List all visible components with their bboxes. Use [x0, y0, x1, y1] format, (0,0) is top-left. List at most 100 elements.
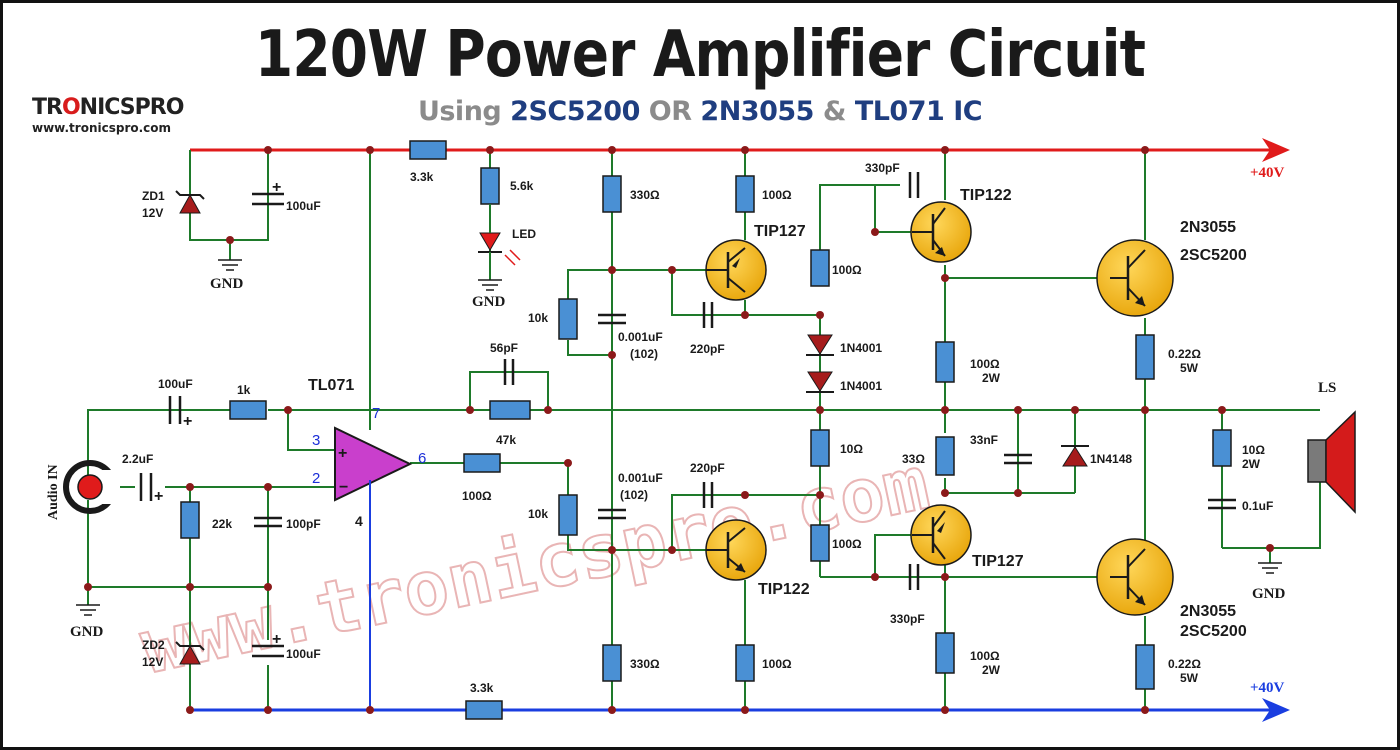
- resistor-10-2w: [1212, 429, 1232, 467]
- ground-symbols: [76, 259, 1282, 616]
- subtitle: Using 2SC5200 OR 2N3055 & TL071 IC: [0, 96, 1400, 127]
- label-c220pf-bottom: 220pF: [690, 461, 725, 475]
- resistor-3k3-top: [409, 140, 447, 160]
- label-gnd-ls: GND: [1252, 586, 1286, 602]
- label-r330-bottom: 330Ω: [630, 657, 660, 671]
- label-zd2-voltage: 12V: [142, 655, 163, 669]
- label-zd1: ZD1: [142, 189, 165, 203]
- page-title: 120W Power Amplifier Circuit: [254, 18, 1146, 92]
- transistor-tip122-top: [910, 201, 972, 263]
- transistor-2n3055-top: [1096, 239, 1174, 317]
- label-r100-mid-bottom: 100Ω: [832, 537, 862, 551]
- resistor-100-top: [735, 175, 755, 213]
- label-1n4001-a: 1N4001: [840, 341, 882, 355]
- subtitle-or: OR: [648, 96, 692, 127]
- resistor-100-out: [463, 453, 501, 473]
- label-c56pf: 56pF: [490, 341, 518, 355]
- label-c100uf-in: 100uF: [158, 377, 193, 391]
- label-pin6: 6: [418, 450, 426, 467]
- resistor-022-top: [1135, 334, 1155, 380]
- label-c102-bottom: (102): [620, 488, 648, 502]
- label-c102-top: (102): [630, 347, 658, 361]
- label-2n3055-top: 2N3055: [1180, 219, 1236, 236]
- label-r1k: 1k: [237, 383, 251, 397]
- label-c100pf: 100pF: [286, 517, 321, 531]
- label-r10-2w: 10Ω: [1242, 443, 1265, 457]
- subtitle-using: Using: [417, 96, 502, 127]
- label-ls: LS: [1318, 380, 1336, 396]
- label-r100-out: 100Ω: [462, 489, 492, 503]
- label-c33nf: 33nF: [970, 433, 998, 447]
- label-2w-zobel: 2W: [1242, 457, 1261, 471]
- resistor-5k6: [480, 167, 500, 205]
- watermark-text: www.tronicspro.com: [134, 440, 936, 691]
- label-gnd-top: GND: [210, 276, 244, 292]
- diode-1n4148: [1061, 445, 1089, 467]
- positive-rail-label: +40V: [1250, 165, 1285, 181]
- label-c001uf-top: 0.001uF: [618, 330, 663, 344]
- label-5w-top: 5W: [1180, 361, 1199, 375]
- label-c100uf-top: 100uF: [286, 199, 321, 213]
- label-tip122-top: TIP122: [960, 187, 1012, 204]
- label-5w-bottom: 5W: [1180, 671, 1199, 685]
- subtitle-amp: &: [822, 96, 847, 127]
- label-c01uf: 0.1uF: [1242, 499, 1273, 513]
- resistor-330-top: [602, 175, 622, 213]
- label-r022-bottom: 0.22Ω: [1168, 657, 1201, 671]
- label-r100-top: 100Ω: [762, 188, 792, 202]
- diode-1n4001-a: [806, 334, 834, 356]
- resistor-10: [810, 429, 830, 467]
- label-tip122-bottom: TIP122: [758, 581, 810, 598]
- resistor-33: [935, 436, 955, 476]
- subtitle-part3: TL071 IC: [854, 96, 983, 127]
- label-r3k3-top: 3.3k: [410, 170, 434, 184]
- resistor-3k3-bottom: [465, 700, 503, 720]
- svg-text:−: −: [339, 479, 348, 496]
- label-1n4001-b: 1N4001: [840, 379, 882, 393]
- svg-text:+: +: [154, 488, 163, 505]
- subtitle-part1: 2SC5200: [510, 96, 640, 127]
- label-1n4148: 1N4148: [1090, 452, 1132, 466]
- label-c330pf-top: 330pF: [865, 161, 900, 175]
- svg-text:+: +: [272, 631, 281, 648]
- label-2sc5200-bottom: 2SC5200: [1180, 623, 1247, 640]
- capacitor-polarity-marks: + + + +: [154, 179, 281, 648]
- label-r100-2w-top: 100Ω: [970, 357, 1000, 371]
- resistor-1k: [229, 400, 267, 420]
- label-2n3055-bottom: 2N3055: [1180, 603, 1236, 620]
- transistor-tip127-top: [705, 239, 767, 301]
- resistor-100-2w-bottom: [935, 632, 955, 674]
- label-c22uf: 2.2uF: [122, 452, 153, 466]
- label-r100-bottom: 100Ω: [762, 657, 792, 671]
- label-pin7: 7: [372, 405, 380, 422]
- subtitle-part2: 2N3055: [700, 96, 814, 127]
- label-gnd-in: GND: [70, 624, 104, 640]
- label-audio-in: Audio IN: [46, 464, 61, 520]
- tronicspro-logo: TRONICSPRO: [32, 95, 184, 120]
- label-r33: 33Ω: [902, 452, 925, 466]
- resistor-22k: [180, 501, 200, 539]
- label-r330-top: 330Ω: [630, 188, 660, 202]
- label-pin2: 2: [312, 470, 320, 487]
- negative-rail: [190, 698, 1290, 722]
- resistor-100-mid-bottom: [810, 524, 830, 562]
- label-2w-top: 2W: [982, 371, 1001, 385]
- svg-text:+: +: [338, 445, 347, 462]
- label-r5k6: 5.6k: [510, 179, 534, 193]
- label-2sc5200-top: 2SC5200: [1180, 247, 1247, 264]
- junction-nodes: [84, 146, 1274, 714]
- label-r47k: 47k: [496, 433, 516, 447]
- led: [478, 204, 521, 280]
- label-r10: 10Ω: [840, 442, 863, 456]
- label-tl071: TL071: [308, 377, 354, 394]
- component-labels: ZD1 12V 100uF GND 3.3k 5.6k LED GND 330Ω…: [46, 161, 1336, 695]
- resistor-022-bottom: [1135, 644, 1155, 690]
- label-led: LED: [512, 227, 536, 241]
- label-zd1-voltage: 12V: [142, 206, 163, 220]
- transistor-tip122-bottom: [705, 519, 767, 581]
- zener-zd1: [175, 150, 205, 240]
- resistor-330-bottom: [602, 644, 622, 682]
- label-c330pf-bottom: 330pF: [890, 612, 925, 626]
- loudspeaker: [1307, 410, 1356, 514]
